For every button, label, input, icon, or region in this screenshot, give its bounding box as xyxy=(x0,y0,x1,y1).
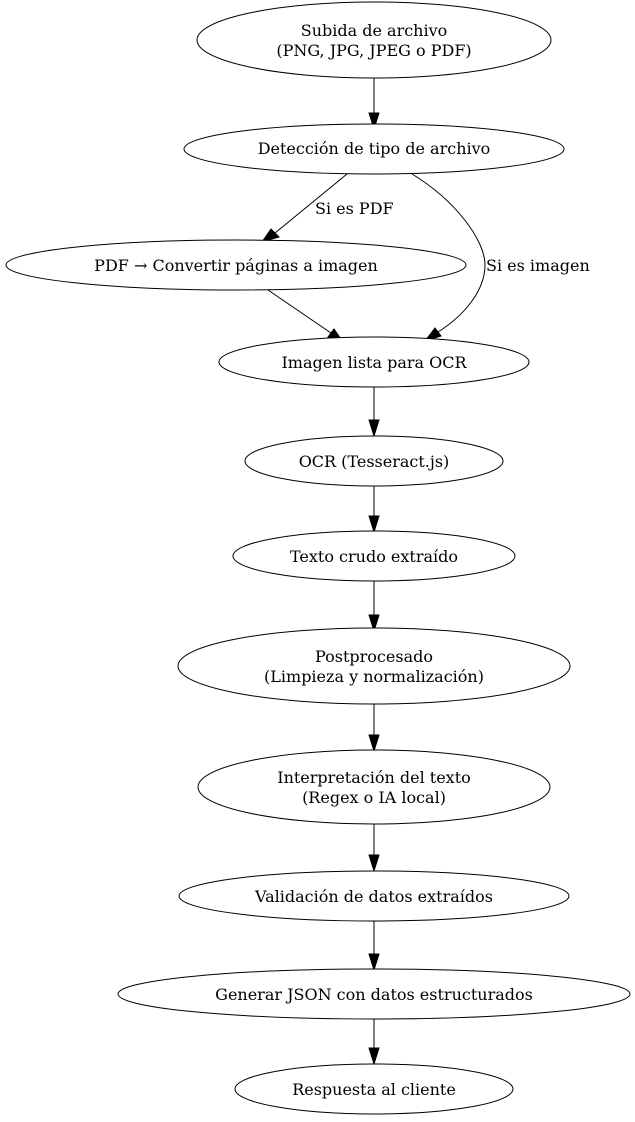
svg-text:PDF → Convertir páginas a imag: PDF → Convertir páginas a imagen xyxy=(94,256,378,275)
edge-rawtext-to-postprocess xyxy=(368,581,380,633)
edge-detect-to-pdf xyxy=(260,173,348,243)
svg-text:Detección de tipo de archivo: Detección de tipo de archivo xyxy=(258,139,491,158)
node-upload: Subida de archivo (PNG, JPG, JPEG o PDF) xyxy=(196,1,552,79)
node-postprocess: Postprocesado (Limpieza y normalización) xyxy=(177,627,571,705)
svg-text:OCR (Tesseract.js): OCR (Tesseract.js) xyxy=(299,452,450,471)
node-pdf-convert: PDF → Convertir páginas a imagen xyxy=(5,239,467,291)
node-response: Respuesta al cliente xyxy=(234,1063,514,1115)
svg-text:Validación de datos extraídos: Validación de datos extraídos xyxy=(254,887,493,906)
edge-ocr-to-rawtext xyxy=(368,486,380,534)
svg-text:Generar JSON con datos estruct: Generar JSON con datos estructurados xyxy=(215,985,533,1004)
node-image-ready: Imagen lista para OCR xyxy=(218,336,530,388)
node-validate: Validación de datos extraídos xyxy=(178,870,570,922)
edge-image-to-ocr xyxy=(368,387,380,438)
svg-text:(Regex o IA local): (Regex o IA local) xyxy=(302,788,446,807)
node-raw-text: Texto crudo extraído xyxy=(232,530,516,582)
edge-validate-to-json xyxy=(368,921,380,972)
svg-text:Respuesta al cliente: Respuesta al cliente xyxy=(292,1080,456,1099)
svg-text:Subida de archivo: Subida de archivo xyxy=(301,21,448,40)
svg-text:Interpretación del texto: Interpretación del texto xyxy=(277,768,471,787)
node-ocr: OCR (Tesseract.js) xyxy=(244,435,504,487)
svg-text:(PNG, JPG, JPEG o PDF): (PNG, JPG, JPEG o PDF) xyxy=(276,41,471,60)
node-detect: Detección de tipo de archivo xyxy=(183,123,565,175)
node-json: Generar JSON con datos estructurados xyxy=(117,968,631,1020)
edge-label-si-es-pdf: Si es PDF xyxy=(315,199,394,218)
edge-label-si-es-imagen: Si es imagen xyxy=(486,256,590,275)
svg-text:Imagen lista para OCR: Imagen lista para OCR xyxy=(281,353,467,372)
edge-json-to-response xyxy=(368,1019,380,1066)
svg-text:(Limpieza y normalización): (Limpieza y normalización) xyxy=(264,667,484,686)
edge-postprocess-to-interpret xyxy=(368,704,380,753)
svg-text:Postprocesado: Postprocesado xyxy=(315,647,433,666)
svg-text:Texto crudo extraído: Texto crudo extraído xyxy=(290,547,458,566)
edge-interpret-to-validate xyxy=(368,824,380,873)
edge-pdf-to-image xyxy=(267,289,345,343)
node-interpret: Interpretación del texto (Regex o IA loc… xyxy=(197,749,551,825)
edge-upload-to-detect xyxy=(368,78,380,131)
